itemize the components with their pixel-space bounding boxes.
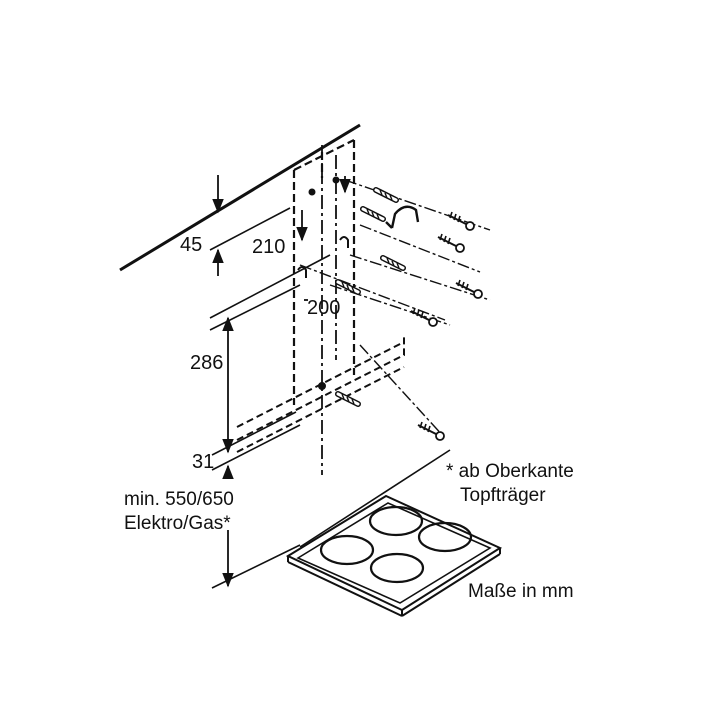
units-note: Maße in mm [468, 581, 574, 602]
fasteners [338, 190, 483, 441]
dim-min-height: min. 550/650 Elektro/Gas* [124, 488, 234, 536]
dim-bottom-offset: 31 [192, 451, 215, 473]
dim-width-lower: 200 [307, 297, 341, 319]
dim-min-line1: min. 550/650 [124, 489, 234, 510]
dim-width-upper: 210 [252, 236, 286, 258]
footnote: * ab Oberkante Topfträger [446, 460, 574, 508]
dim-height: 286 [190, 352, 224, 374]
dim-top-offset: 45 [180, 234, 203, 256]
dim-min-line2: Elektro/Gas* [124, 513, 231, 534]
wall-bracket [385, 205, 420, 229]
hood-body [236, 335, 405, 453]
ceiling-line [119, 123, 361, 272]
fastener-axis-lines [299, 179, 491, 439]
dimension-arrows [212, 175, 351, 588]
footnote-line1: * ab Oberkante [446, 461, 574, 482]
cooktop [285, 449, 503, 617]
duct-clips [297, 176, 349, 390]
footnote-line2: Topfträger [460, 485, 546, 506]
center-lines [321, 145, 337, 475]
